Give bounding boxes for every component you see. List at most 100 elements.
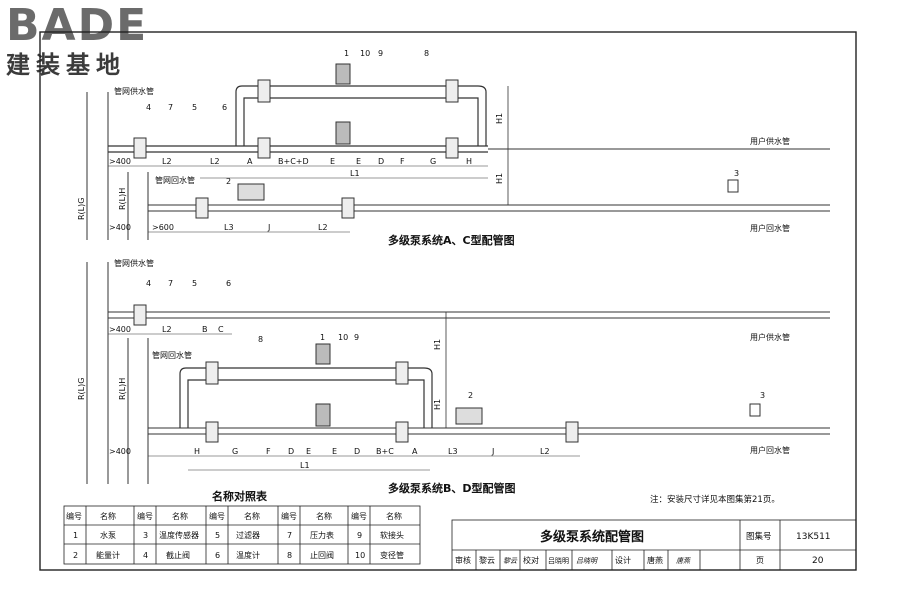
top-dim-upper-3: B+C+D <box>278 157 309 166</box>
bottom-user-return-label: 用户回水管 <box>750 445 790 455</box>
top-dim-600: >600 <box>152 223 174 232</box>
titleblock-design-sign: 唐燕 <box>676 557 691 565</box>
bottom-callout-10: 10 <box>338 333 348 342</box>
titleblock-design-label: 设计 <box>615 555 631 565</box>
top-dim-upper-4: E <box>330 157 335 166</box>
bottom-dim-upper-0: L2 <box>162 325 172 334</box>
legend-item-name: 止回阀 <box>310 550 334 560</box>
legend-item-name: 软接头 <box>380 530 404 540</box>
legend-cells: 编号 名称 编号 名称 编号 名称 编号 名称 编号 名称 1 水泵 2 能量计… <box>66 511 404 560</box>
bottom-callout-5: 5 <box>192 279 197 288</box>
brand-logo: BADE 建装基地 <box>6 4 184 82</box>
bottom-dim-upper-1: B <box>202 325 208 334</box>
legend-item-no: 9 <box>357 531 362 540</box>
titleblock-review-sign: 黎云 <box>503 557 518 565</box>
legend-header-no-4: 编号 <box>281 511 297 521</box>
top-dim-upper-6: D <box>378 157 384 166</box>
titleblock-signatures: 审核 黎云 黎云 校对 吕晓明 吕晓明 设计 唐燕 唐燕 页 20 <box>455 555 824 566</box>
bottom-dim-400b: >400 <box>109 447 131 456</box>
legend-item-name: 温度计 <box>236 550 260 560</box>
top-user-supply-label: 用户供水管 <box>750 136 790 146</box>
legend-item-name: 温度传感器 <box>159 530 199 540</box>
bottom-callout-1: 1 <box>320 333 325 342</box>
legend-item-no: 10 <box>355 551 365 560</box>
top-callout-2: 2 <box>226 177 231 186</box>
bottom-callout-3: 3 <box>760 391 765 400</box>
top-callout-6: 6 <box>222 103 227 112</box>
bottom-dim-lower-4: E <box>306 447 311 456</box>
bottom-dim-H1b: H1 <box>433 399 442 410</box>
legend-header-name-4: 名称 <box>316 511 332 521</box>
bottom-dim-lower-9: L3 <box>448 447 458 456</box>
top-callout-8: 8 <box>424 49 429 58</box>
top-callout-10: 10 <box>360 49 370 58</box>
legend-header-no-5: 编号 <box>351 511 367 521</box>
titleblock-designer: 唐燕 <box>647 555 663 565</box>
legend-item-no: 2 <box>73 551 78 560</box>
logo-subtitle: 建装基地 <box>6 51 126 79</box>
title-block <box>451 519 857 571</box>
bottom-dim-400a: >400 <box>109 325 131 334</box>
titleblock-page-label: 页 <box>756 556 764 565</box>
top-callout-1: 1 <box>344 49 349 58</box>
legend-item-no: 1 <box>73 531 78 540</box>
bottom-dim-upper-2: C <box>218 325 224 334</box>
top-dim-upper-9: H <box>466 157 472 166</box>
install-note: 注：安装尺寸详见本图集第21页。 <box>650 494 780 505</box>
legend-header-name-1: 名称 <box>100 511 116 521</box>
top-callout-3: 3 <box>734 169 739 178</box>
legend-item-no: 4 <box>143 551 148 560</box>
legend-item-no: 3 <box>143 531 148 540</box>
titleblock-page-no: 20 <box>812 556 824 566</box>
bottom-user-supply-label: 用户供水管 <box>750 332 790 342</box>
legend-item-no: 6 <box>215 551 220 560</box>
legend-item-no: 8 <box>287 551 292 560</box>
top-dim-upper-0: L2 <box>162 157 172 166</box>
top-supply-main-label: 管网供水管 <box>114 86 154 96</box>
titleblock-checker: 吕晓明 <box>548 556 569 565</box>
diagram-top <box>86 63 830 240</box>
bottom-dim-lower-7: B+C <box>376 447 394 456</box>
bottom-callout-4: 4 <box>146 279 151 288</box>
bottom-dim-lower-0: H <box>194 447 200 456</box>
bottom-riser-return-label: R(L)H <box>118 378 127 400</box>
legend-item-name: 截止阀 <box>166 550 190 560</box>
bottom-callout-8: 8 <box>258 335 263 344</box>
bottom-dim-lower-1: G <box>232 447 238 456</box>
legend-item-name: 变径管 <box>380 550 404 560</box>
drawing-frame <box>39 31 857 571</box>
diagram-bottom <box>86 262 830 484</box>
top-dim-L1: L1 <box>350 169 360 178</box>
bottom-callout-9: 9 <box>354 333 359 342</box>
legend-header-name-3: 名称 <box>244 511 260 521</box>
top-dim-upper-5: E <box>356 157 361 166</box>
bottom-callout-6: 6 <box>226 279 231 288</box>
top-dim-upper-7: F <box>400 157 405 166</box>
diagram-bottom-labels: 管网供水管 管网回水管 用户供水管 用户回水管 R(L)G R(L)H >400… <box>77 258 790 470</box>
legend-item-no: 7 <box>287 531 292 540</box>
legend-item-name: 过滤器 <box>236 530 260 540</box>
titleblock-check-label: 校对 <box>523 555 539 565</box>
top-dim-lower-1: J <box>267 223 270 232</box>
legend-item-name: 压力表 <box>310 530 334 540</box>
titleblock-review-label: 审核 <box>455 555 471 565</box>
bottom-riser-supply-label: R(L)G <box>77 378 86 400</box>
top-return-main-label: 管网回水管 <box>155 175 195 185</box>
legend-title: 名称对照表 <box>212 489 268 503</box>
titleblock-atlas-no: 13K511 <box>796 532 831 542</box>
top-diagram-title: 多级泵系统A、C型配管图 <box>388 233 515 247</box>
bottom-dim-lower-11: L2 <box>540 447 550 456</box>
bottom-dim-lower-6: D <box>354 447 360 456</box>
top-callout-9: 9 <box>378 49 383 58</box>
bottom-callout-7: 7 <box>168 279 173 288</box>
top-dim-400b: >400 <box>109 223 131 232</box>
bottom-callout-2: 2 <box>468 391 473 400</box>
top-riser-supply-label: R(L)G <box>77 198 86 220</box>
bottom-diagram-title: 多级泵系统B、D型配管图 <box>388 481 516 495</box>
top-callout-7: 7 <box>168 103 173 112</box>
bottom-dim-L1: L1 <box>300 461 310 470</box>
top-dim-400a: >400 <box>109 157 131 166</box>
legend-header-no-3: 编号 <box>209 511 225 521</box>
legend-header-no-1: 编号 <box>66 511 82 521</box>
